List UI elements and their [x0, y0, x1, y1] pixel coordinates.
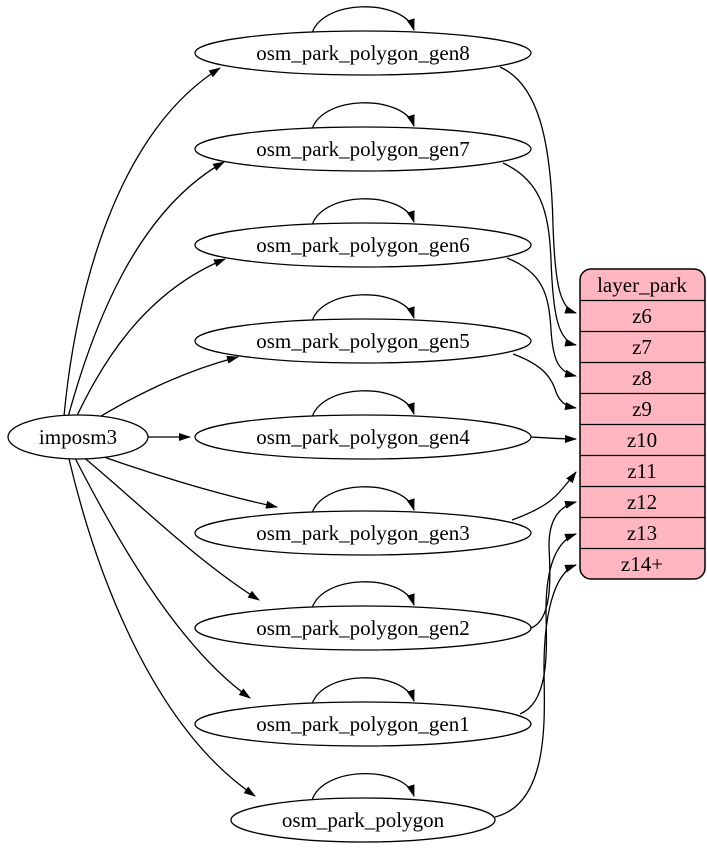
edge-imposm3-osm-park-polygon-gen6 — [74, 258, 226, 421]
edge-imposm3-osm-park-polygon-gen3 — [89, 451, 278, 509]
node-osm-park-polygon-gen8-label: osm_park_polygon_gen8 — [256, 41, 469, 65]
node-osm-park-polygon-gen8-shape — [194, 30, 532, 76]
edge-imposm3-osm-park-polygon-gen7 — [67, 161, 225, 418]
node-osm-park-polygon-gen3: osm_park_polygon_gen3 — [194, 510, 532, 556]
node-osm-park-polygon-gen2: osm_park_polygon_gen2 — [194, 605, 532, 651]
layer-park-row-z7: z7 — [632, 335, 652, 359]
layer-park-row-z13: z13 — [627, 521, 657, 545]
layer-park-row-z10: z10 — [627, 428, 657, 452]
edge-imposm3-osm-park-polygon-gen5 — [87, 355, 239, 425]
self-loop-osm-park-polygon-gen8 — [310, 6, 415, 38]
edge-osm-park-polygon-gen2-z12 — [530, 500, 577, 629]
node-osm-park-polygon-gen1-label: osm_park_polygon_gen1 — [256, 712, 469, 736]
node-osm-park-polygon-gen2-label: osm_park_polygon_gen2 — [256, 616, 469, 640]
edge-osm-park-polygon-z14 — [494, 564, 577, 818]
edge-imposm3-osm-park-polygon-gen2 — [81, 455, 260, 601]
node-osm-park-polygon-gen8: osm_park_polygon_gen8 — [194, 30, 532, 76]
self-loop-osm-park-polygon-gen1 — [310, 677, 415, 709]
self-loop-osm-park-polygon-gen3 — [310, 486, 415, 518]
node-osm-park-polygon-gen4: osm_park_polygon_gen4 — [194, 414, 532, 460]
self-loop-osm-park-polygon-gen6 — [310, 198, 415, 230]
layer-park-title: layer_park — [597, 273, 687, 297]
node-layer-park: layer_park z6 z7 z8 z9 z10 z11 z12 z13 z… — [579, 268, 706, 580]
node-osm-park-polygon-gen5-shape — [194, 318, 532, 364]
import-edges — [63, 67, 278, 797]
node-osm-park-polygon-gen5: osm_park_polygon_gen5 — [194, 318, 532, 364]
node-osm-park-polygon-gen2-shape — [194, 605, 532, 651]
node-osm-park-polygon-gen6-label: osm_park_polygon_gen6 — [256, 233, 469, 257]
zoom-edges — [494, 66, 577, 818]
node-osm-park-polygon: osm_park_polygon — [230, 797, 496, 843]
layer-park-row-z6: z6 — [632, 304, 652, 328]
edge-imposm3-osm-park-polygon-gen1 — [74, 457, 251, 699]
node-osm-park-polygon-gen3-label: osm_park_polygon_gen3 — [256, 521, 469, 545]
self-loop-osm-park-polygon — [310, 773, 415, 805]
edge-imposm3-osm-park-polygon — [68, 458, 256, 797]
node-osm-park-polygon-gen6: osm_park_polygon_gen6 — [194, 222, 532, 268]
edge-osm-park-polygon-gen3-z11 — [511, 471, 577, 521]
node-osm-park-polygon-label: osm_park_polygon — [282, 808, 445, 832]
node-osm-park-polygon-gen5-label: osm_park_polygon_gen5 — [256, 329, 469, 353]
node-osm-park-polygon-gen4-shape — [194, 414, 532, 460]
self-loop-osm-park-polygon-gen5 — [310, 294, 415, 326]
node-imposm3-label: imposm3 — [39, 425, 117, 449]
layer-park-row-z8: z8 — [632, 366, 652, 390]
edge-osm-park-polygon-gen7-z7 — [502, 162, 577, 347]
edge-osm-park-polygon-gen4-z10 — [530, 434, 577, 443]
edge-osm-park-polygon-gen1-z13 — [519, 533, 577, 715]
node-osm-park-polygon-gen1-shape — [194, 701, 532, 747]
node-imposm3-shape — [7, 414, 149, 460]
self-loop-osm-park-polygon-gen4 — [310, 390, 415, 422]
node-osm-park-polygon-gen7: osm_park_polygon_gen7 — [194, 126, 532, 172]
layer-park-row-z11: z11 — [627, 459, 657, 483]
node-osm-park-polygon-gen6-shape — [194, 222, 532, 268]
self-loop-edges — [310, 6, 415, 805]
edge-osm-park-polygon-gen5-z9 — [512, 353, 577, 410]
node-osm-park-polygon-gen7-shape — [194, 126, 532, 172]
node-osm-park-polygon-shape — [230, 797, 496, 843]
layer-park-row-z9: z9 — [632, 397, 652, 421]
layer-park-row-z12: z12 — [627, 490, 657, 514]
edge-osm-park-polygon-gen8-z6 — [499, 66, 577, 314]
edge-osm-park-polygon-gen6-z8 — [506, 257, 577, 378]
node-osm-park-polygon-gen1: osm_park_polygon_gen1 — [194, 701, 532, 747]
node-imposm3: imposm3 — [7, 414, 149, 460]
self-loop-osm-park-polygon-gen7 — [310, 102, 415, 134]
node-osm-park-polygon-gen4-label: osm_park_polygon_gen4 — [256, 425, 470, 449]
node-osm-park-polygon-gen7-label: osm_park_polygon_gen7 — [256, 137, 469, 161]
self-loop-osm-park-polygon-gen2 — [310, 581, 415, 613]
node-osm-park-polygon-gen3-shape — [194, 510, 532, 556]
edge-imposm3-osm-park-polygon-gen8 — [63, 67, 221, 417]
layer-park-row-z14plus: z14+ — [621, 552, 663, 576]
